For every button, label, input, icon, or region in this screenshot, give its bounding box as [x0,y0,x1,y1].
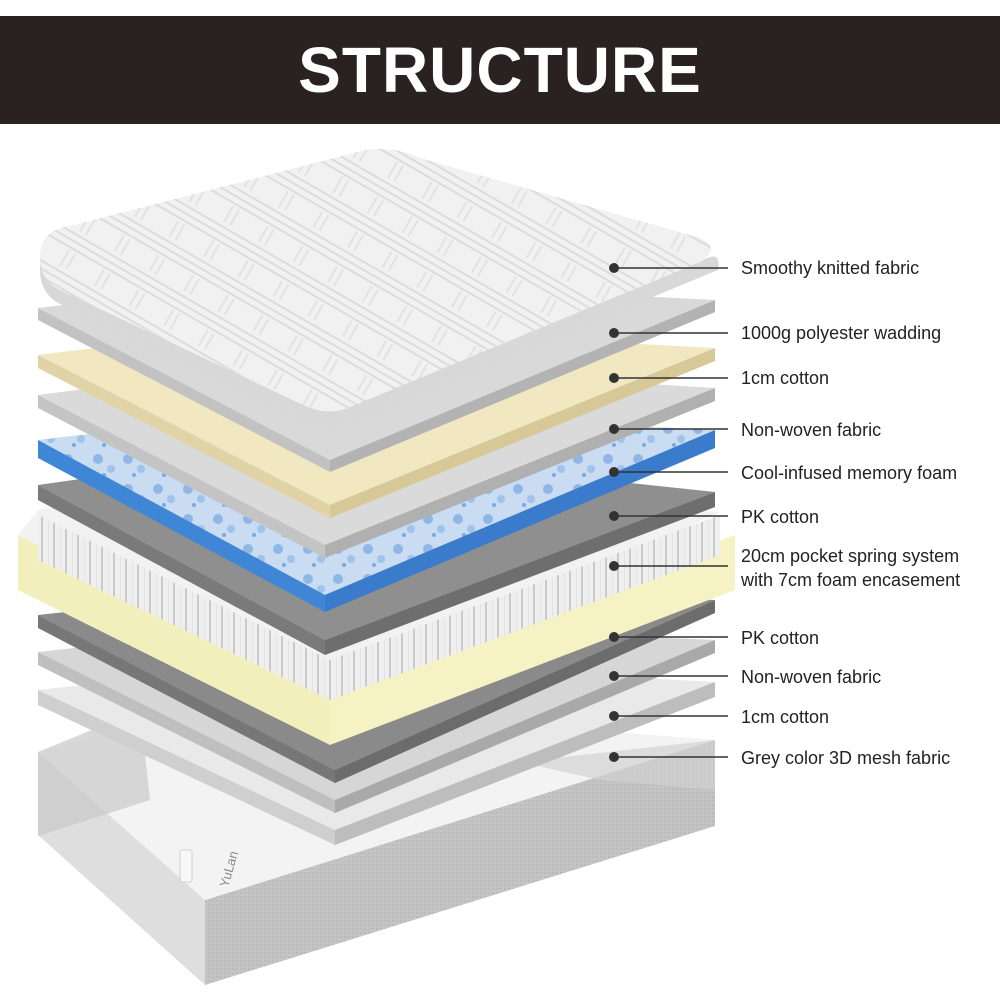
label-mesh-fabric: Grey color 3D mesh fabric [741,748,951,768]
header-banner: STRUCTURE [0,16,1000,124]
callout-dot-polyester-wadding [609,328,619,338]
callout-dot-mesh-fabric [609,752,619,762]
foam-encasement-side [330,535,735,745]
spring-core-front [38,515,330,700]
label-lower-pk-cotton: PK cotton [741,628,820,648]
label-memory-foam: Cool-infused memory foam [741,463,958,483]
label-upper-nonwoven: Non-woven fabric [741,420,882,440]
label-pocket-spring-line2: with 7cm foam encasement [741,570,961,590]
label-lower-cotton: 1cm cotton [741,707,830,727]
label-polyester-wadding: 1000g polyester wadding [741,323,942,343]
label-upper-cotton: 1cm cotton [741,368,830,388]
spring-core-side [330,515,720,700]
label-pocket-spring: 20cm pocket spring system [741,546,960,566]
label-upper-pk-cotton: PK cotton [741,507,820,527]
base-inner-right [520,740,715,790]
callout-dot-pocket-spring [609,561,619,571]
brand-tag [179,849,193,883]
callout-dot-upper-pk-cotton [609,511,619,521]
label-lower-nonwoven: Non-woven fabric [741,667,882,687]
callout-dot-lower-pk-cotton [609,632,619,642]
base-side-face [205,740,715,985]
layer-knitted-fabric [40,149,719,426]
callout-dot-lower-cotton [609,711,619,721]
label-knitted-fabric: Smoothy knitted fabric [741,258,920,278]
callout-dot-memory-foam [609,467,619,477]
callout-dot-lower-nonwoven [609,671,619,681]
callout-dot-knitted-fabric [609,263,619,273]
page-title: STRUCTURE [298,34,702,106]
callout-dot-upper-cotton [609,373,619,383]
callout-dot-upper-nonwoven [609,424,619,434]
